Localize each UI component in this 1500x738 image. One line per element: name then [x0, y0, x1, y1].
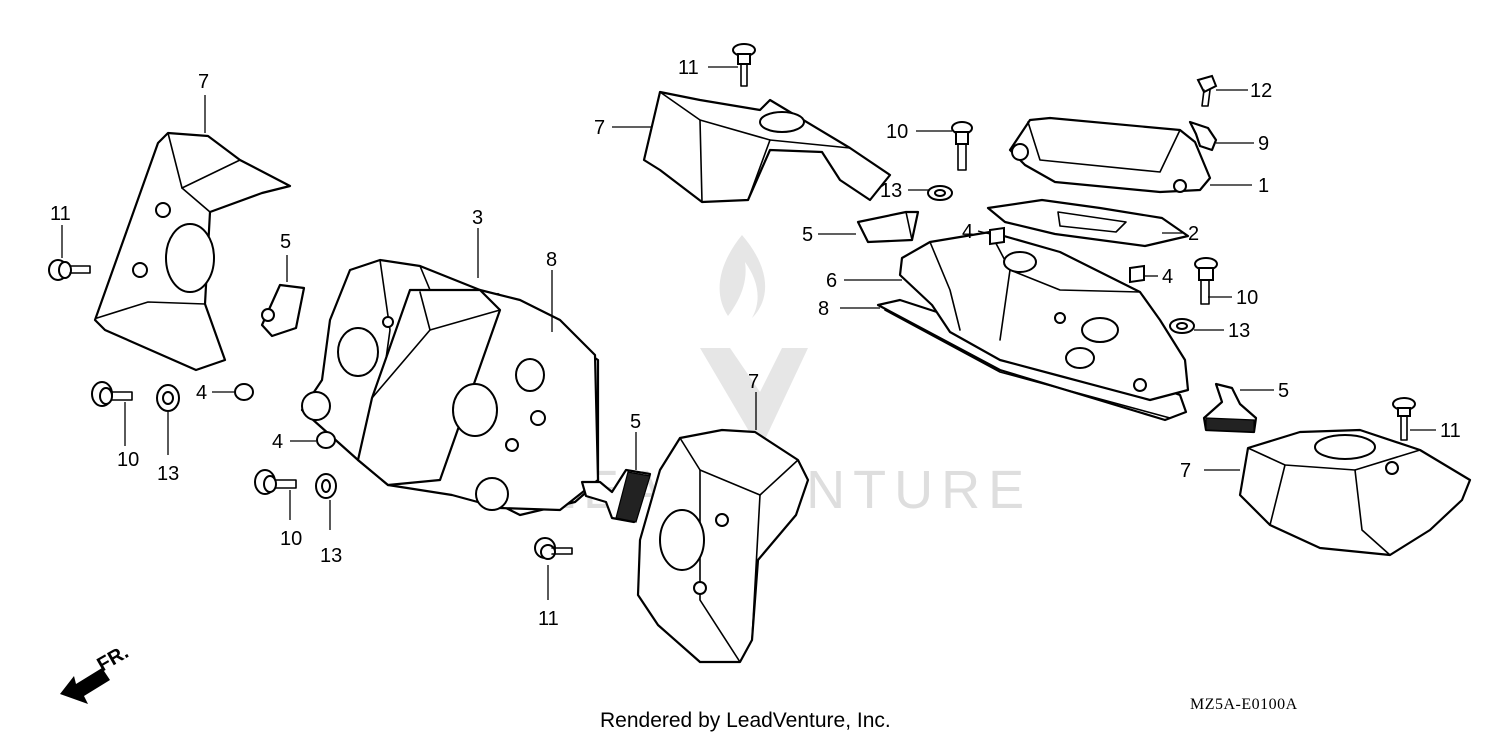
valve-cover-1[interactable]	[1008, 116, 1212, 194]
center-cover-7[interactable]	[636, 428, 810, 664]
bracket-5-right[interactable]	[1202, 382, 1258, 434]
clip-9[interactable]	[1188, 120, 1218, 152]
bolt-11-right[interactable]	[1392, 397, 1416, 441]
bracket-5-center[interactable]	[580, 468, 652, 524]
top-center-cover-7[interactable]	[642, 90, 892, 204]
bolt-11-left[interactable]	[48, 259, 91, 281]
callout-label: 4	[1162, 266, 1173, 288]
dowel-4-top[interactable]	[989, 226, 1005, 246]
callout-label: 11	[678, 57, 699, 79]
washer-13-left[interactable]	[156, 384, 180, 412]
callouts: 11 7 10 12 9 13 1 5 4 2 6 4 10 8 13 5 11	[50, 57, 1461, 630]
washer-13-top[interactable]	[927, 185, 953, 201]
diagram-code: MZ5A-E0100A	[1190, 696, 1298, 713]
callout-label: 11	[538, 608, 559, 630]
callout-label: 13	[320, 545, 342, 567]
cylinder-head-6[interactable]	[876, 230, 1190, 422]
callout-label: 4	[962, 221, 973, 243]
callout-label: 7	[1180, 460, 1191, 482]
footer-credit: Rendered by LeadVenture, Inc.	[600, 709, 891, 732]
bottom-right-cover-7[interactable]	[1238, 428, 1472, 557]
callout-label: 4	[272, 431, 283, 453]
bracket-5-left[interactable]	[260, 283, 306, 338]
bolt-10-right[interactable]	[1194, 257, 1218, 305]
top-left-cover-7[interactable]	[93, 131, 292, 372]
callout-label: 5	[802, 224, 813, 246]
callout-label: 10	[1236, 287, 1258, 309]
callout-label: 11	[1440, 420, 1461, 442]
callout-label: 1	[1258, 175, 1269, 197]
callout-label: 6	[826, 270, 837, 292]
callout-label: 10	[117, 449, 139, 471]
bolt-10-left[interactable]	[91, 381, 133, 407]
callout-label: 11	[50, 203, 71, 225]
bolt-10-left-lower[interactable]	[254, 469, 297, 495]
callout-label: 8	[818, 298, 829, 320]
bolt-12[interactable]	[1196, 74, 1218, 107]
bolt-11-top[interactable]	[732, 43, 756, 87]
callout-label: 5	[280, 231, 291, 253]
callout-label: 7	[594, 117, 605, 139]
dowel-4-left[interactable]	[234, 383, 254, 401]
callout-label: 7	[198, 71, 209, 93]
bolt-11-bottom[interactable]	[534, 537, 573, 560]
callout-label: 4	[196, 382, 207, 404]
dowel-4-left-lower[interactable]	[316, 431, 336, 449]
callout-label: 3	[472, 207, 483, 229]
callout-label: 13	[157, 463, 179, 485]
cylinder-head-3[interactable]	[300, 258, 600, 517]
callout-label: 10	[280, 528, 302, 550]
gasket-2[interactable]	[986, 198, 1190, 248]
callout-label: 2	[1188, 223, 1199, 245]
washer-13-right[interactable]	[1169, 318, 1195, 334]
bolt-10-top[interactable]	[951, 121, 973, 171]
callout-label: 13	[1228, 320, 1250, 342]
callout-label: 7	[748, 371, 759, 393]
callout-label: 13	[880, 180, 902, 202]
arrow-left-icon	[60, 668, 110, 704]
callout-label: 12	[1250, 80, 1272, 102]
callout-label: 5	[1278, 380, 1289, 402]
callout-label: 5	[630, 411, 641, 433]
callout-label: 10	[886, 121, 908, 143]
front-arrow: FR.	[60, 641, 132, 704]
callout-label: 9	[1258, 133, 1269, 155]
bracket-5-top[interactable]	[856, 210, 920, 244]
callout-label: 8	[546, 249, 557, 271]
dowel-4-right[interactable]	[1129, 264, 1145, 284]
washer-13-left-lower[interactable]	[315, 473, 337, 499]
